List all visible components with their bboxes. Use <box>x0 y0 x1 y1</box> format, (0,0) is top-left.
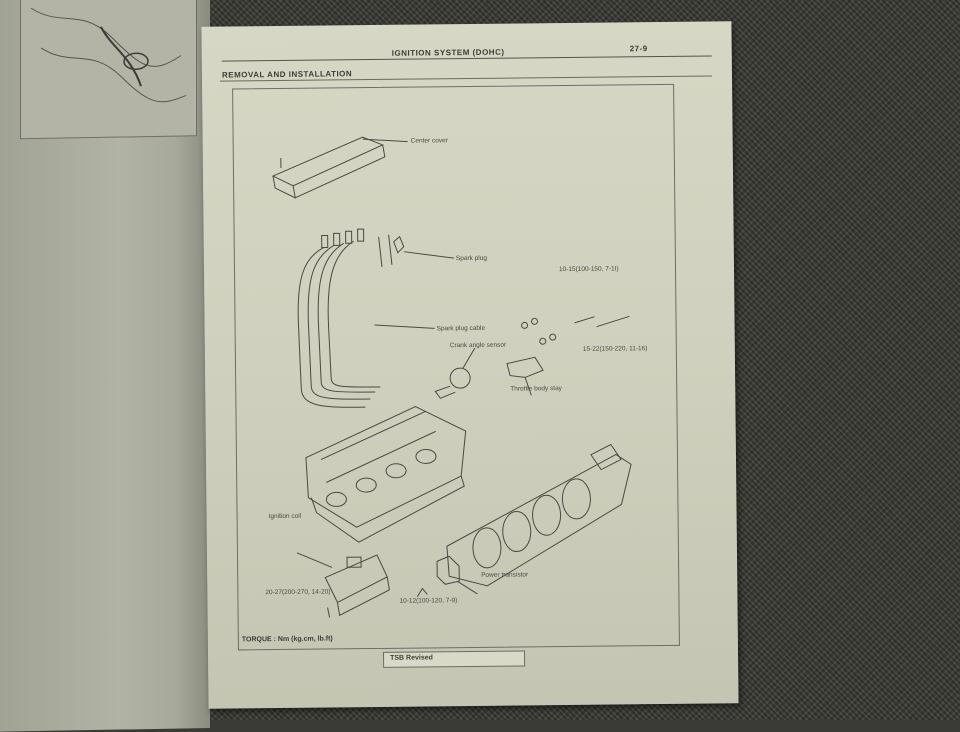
label-torque-1: 10-15(100-150, 7-1I) <box>559 265 619 273</box>
left-page-illustration <box>20 0 197 139</box>
spark-plug-shape <box>394 237 404 253</box>
label-crank-angle-sensor: Crank angle sensor <box>450 342 506 350</box>
crank-angle-sensor-shape <box>450 368 470 388</box>
center-cover-shape <box>273 137 383 186</box>
spark-plug-cables <box>297 247 365 408</box>
manual-page: IGNITION SYSTEM (DOHC) 27-9 REMOVAL AND … <box>201 21 738 709</box>
torque-note: TORQUE : Nm (kg.cm, lb.ft) <box>242 635 333 643</box>
throttle-body-stay-shape <box>507 357 543 377</box>
section-title: REMOVAL AND INSTALLATION <box>222 69 352 79</box>
revision-box: TSB Revised <box>383 650 525 667</box>
left-book-page <box>0 0 210 732</box>
exploded-view-diagram <box>232 84 678 649</box>
revision-text: TSB Revised <box>390 654 433 661</box>
label-throttle-body-stay: Throttle body stay <box>510 385 562 393</box>
label-spark-plug: Spark plug <box>456 255 487 262</box>
label-center-cover: Center cover <box>411 137 448 144</box>
cylinder-head-shape <box>305 406 466 528</box>
label-torque-2: 15-22(150-220, 11-16) <box>583 345 648 353</box>
page-number: 27-9 <box>630 44 648 53</box>
intake-manifold-shape <box>446 454 632 586</box>
label-spark-plug-cable: Spark plug cable <box>437 325 485 333</box>
label-torque-4: 10-12(100-120, 7-9) <box>399 597 457 605</box>
page-header-title: IGNITION SYSTEM (DOHC) <box>392 48 505 58</box>
label-power-transistor: Power transistor <box>481 571 528 578</box>
label-torque-3: 20-27(200-270, 14-20) <box>265 588 330 596</box>
label-ignition-coil: Ignition coil <box>269 513 302 520</box>
